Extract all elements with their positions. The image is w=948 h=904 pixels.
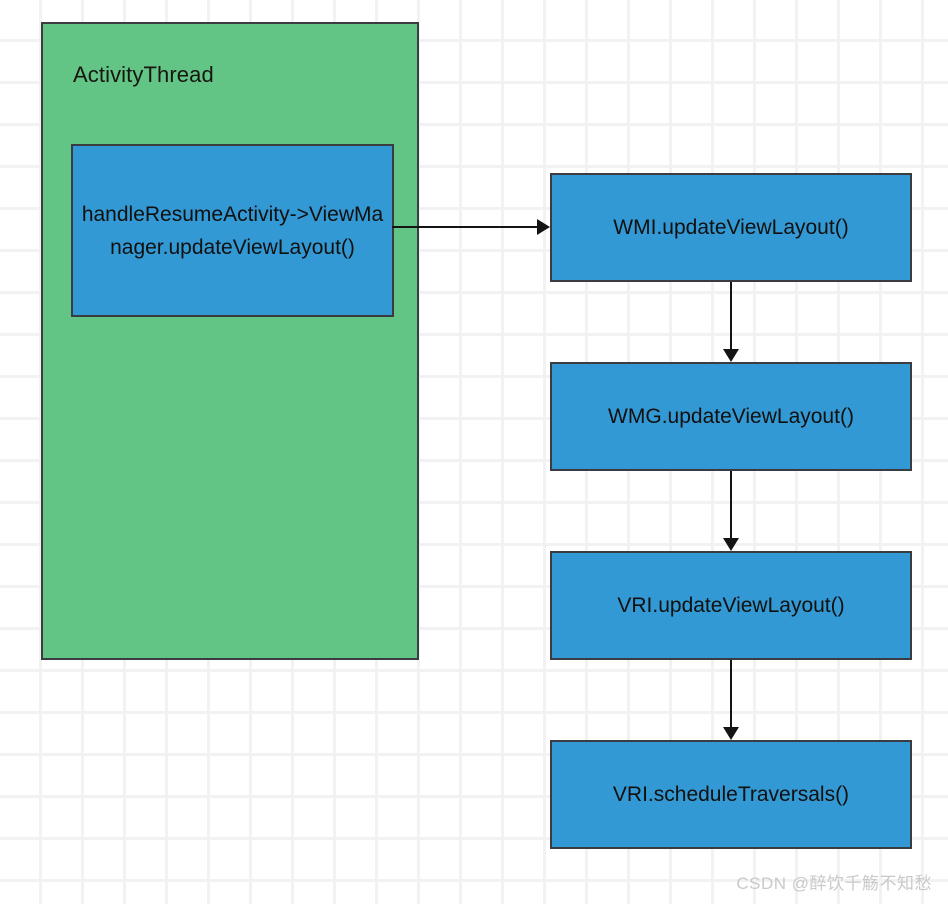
edge-vri-update-to-schedule-arrowhead (723, 727, 739, 740)
edge-vri-update-to-schedule-line (730, 660, 732, 728)
node-vri-update-view-layout[interactable]: VRI.updateViewLayout() (550, 551, 912, 660)
edge-handle-resume-to-wmi-arrowhead (537, 219, 550, 235)
node-wmi-update-view-layout-label: WMI.updateViewLayout() (613, 215, 849, 239)
edge-wmg-to-vri-update-line (730, 471, 732, 539)
node-handle-resume-activity[interactable]: handleResumeActivity->ViewManager.update… (71, 144, 394, 317)
node-vri-update-view-layout-label: VRI.updateViewLayout() (617, 593, 845, 617)
node-vri-schedule-traversals-label: VRI.scheduleTraversals() (612, 782, 850, 806)
node-vri-schedule-traversals[interactable]: VRI.scheduleTraversals() (550, 740, 912, 849)
group-activity-thread[interactable]: ActivityThread handleResumeActivity->Vie… (41, 22, 419, 660)
node-wmg-update-view-layout[interactable]: WMG.updateViewLayout() (550, 362, 912, 471)
node-wmi-update-view-layout[interactable]: WMI.updateViewLayout() (550, 173, 912, 282)
edge-wmi-to-wmg-line (730, 282, 732, 350)
node-wmg-update-view-layout-label: WMG.updateViewLayout() (608, 404, 854, 428)
group-activity-thread-title: ActivityThread (73, 62, 214, 87)
edge-wmi-to-wmg-arrowhead (723, 349, 739, 362)
watermark: CSDN @醉饮千觞不知愁 (736, 874, 932, 893)
edge-wmg-to-vri-update-arrowhead (723, 538, 739, 551)
node-handle-resume-activity-label: handleResumeActivity->ViewManager.update… (81, 202, 384, 259)
